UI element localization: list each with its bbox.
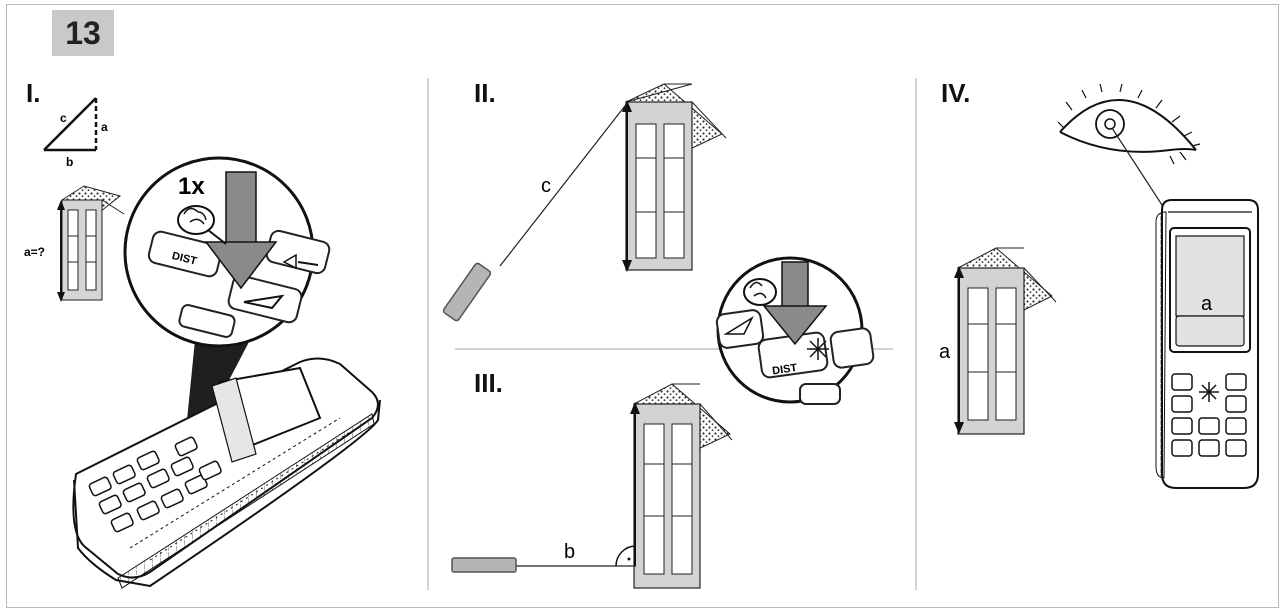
laser-sun-icon bbox=[807, 338, 829, 360]
dist-key-label: DIST bbox=[171, 250, 198, 268]
wall-cabinet-upper bbox=[622, 83, 727, 272]
wall-cabinet-right bbox=[954, 247, 1057, 435]
panel-label-4: IV. bbox=[941, 78, 971, 108]
panel-label-3: III. bbox=[474, 368, 503, 398]
step-number-badge: 13 bbox=[52, 10, 114, 56]
distance-meter-device-perspective bbox=[72, 357, 381, 589]
display-label-a: a bbox=[1201, 293, 1213, 315]
unknown-height-label: a=? bbox=[24, 245, 45, 259]
triangle-label-b: b bbox=[66, 155, 73, 169]
zoom-keypad-circle: DIST bbox=[123, 156, 331, 348]
eye-icon bbox=[1057, 83, 1201, 165]
wall-cabinet-lower bbox=[630, 383, 733, 589]
pythagoras-triangle-icon bbox=[43, 97, 98, 152]
diagonal-laser-line-c bbox=[499, 101, 629, 267]
small-wall-cabinet-icon bbox=[57, 185, 125, 302]
panel-label-1: I. bbox=[26, 78, 41, 108]
zoom-dist-key-circle: DIST bbox=[715, 256, 875, 405]
triangle-label-c: c bbox=[60, 111, 67, 125]
dist-key-label-zoom: DIST bbox=[771, 362, 798, 377]
distance-meter-device-front bbox=[1155, 199, 1259, 489]
height-label-a: a bbox=[939, 341, 951, 363]
meter-horizontal bbox=[451, 557, 517, 573]
press-count-label: 1x bbox=[178, 173, 205, 200]
panel-label-2: II. bbox=[474, 78, 496, 108]
front-laser-sun-icon bbox=[1199, 382, 1219, 402]
horizontal-label-b: b bbox=[564, 541, 575, 563]
meter-tilted bbox=[442, 262, 492, 322]
diagonal-label-c: c bbox=[541, 175, 551, 197]
triangle-label-a: a bbox=[101, 120, 108, 134]
right-angle-marker bbox=[615, 545, 637, 567]
figure-frame bbox=[6, 4, 1279, 608]
